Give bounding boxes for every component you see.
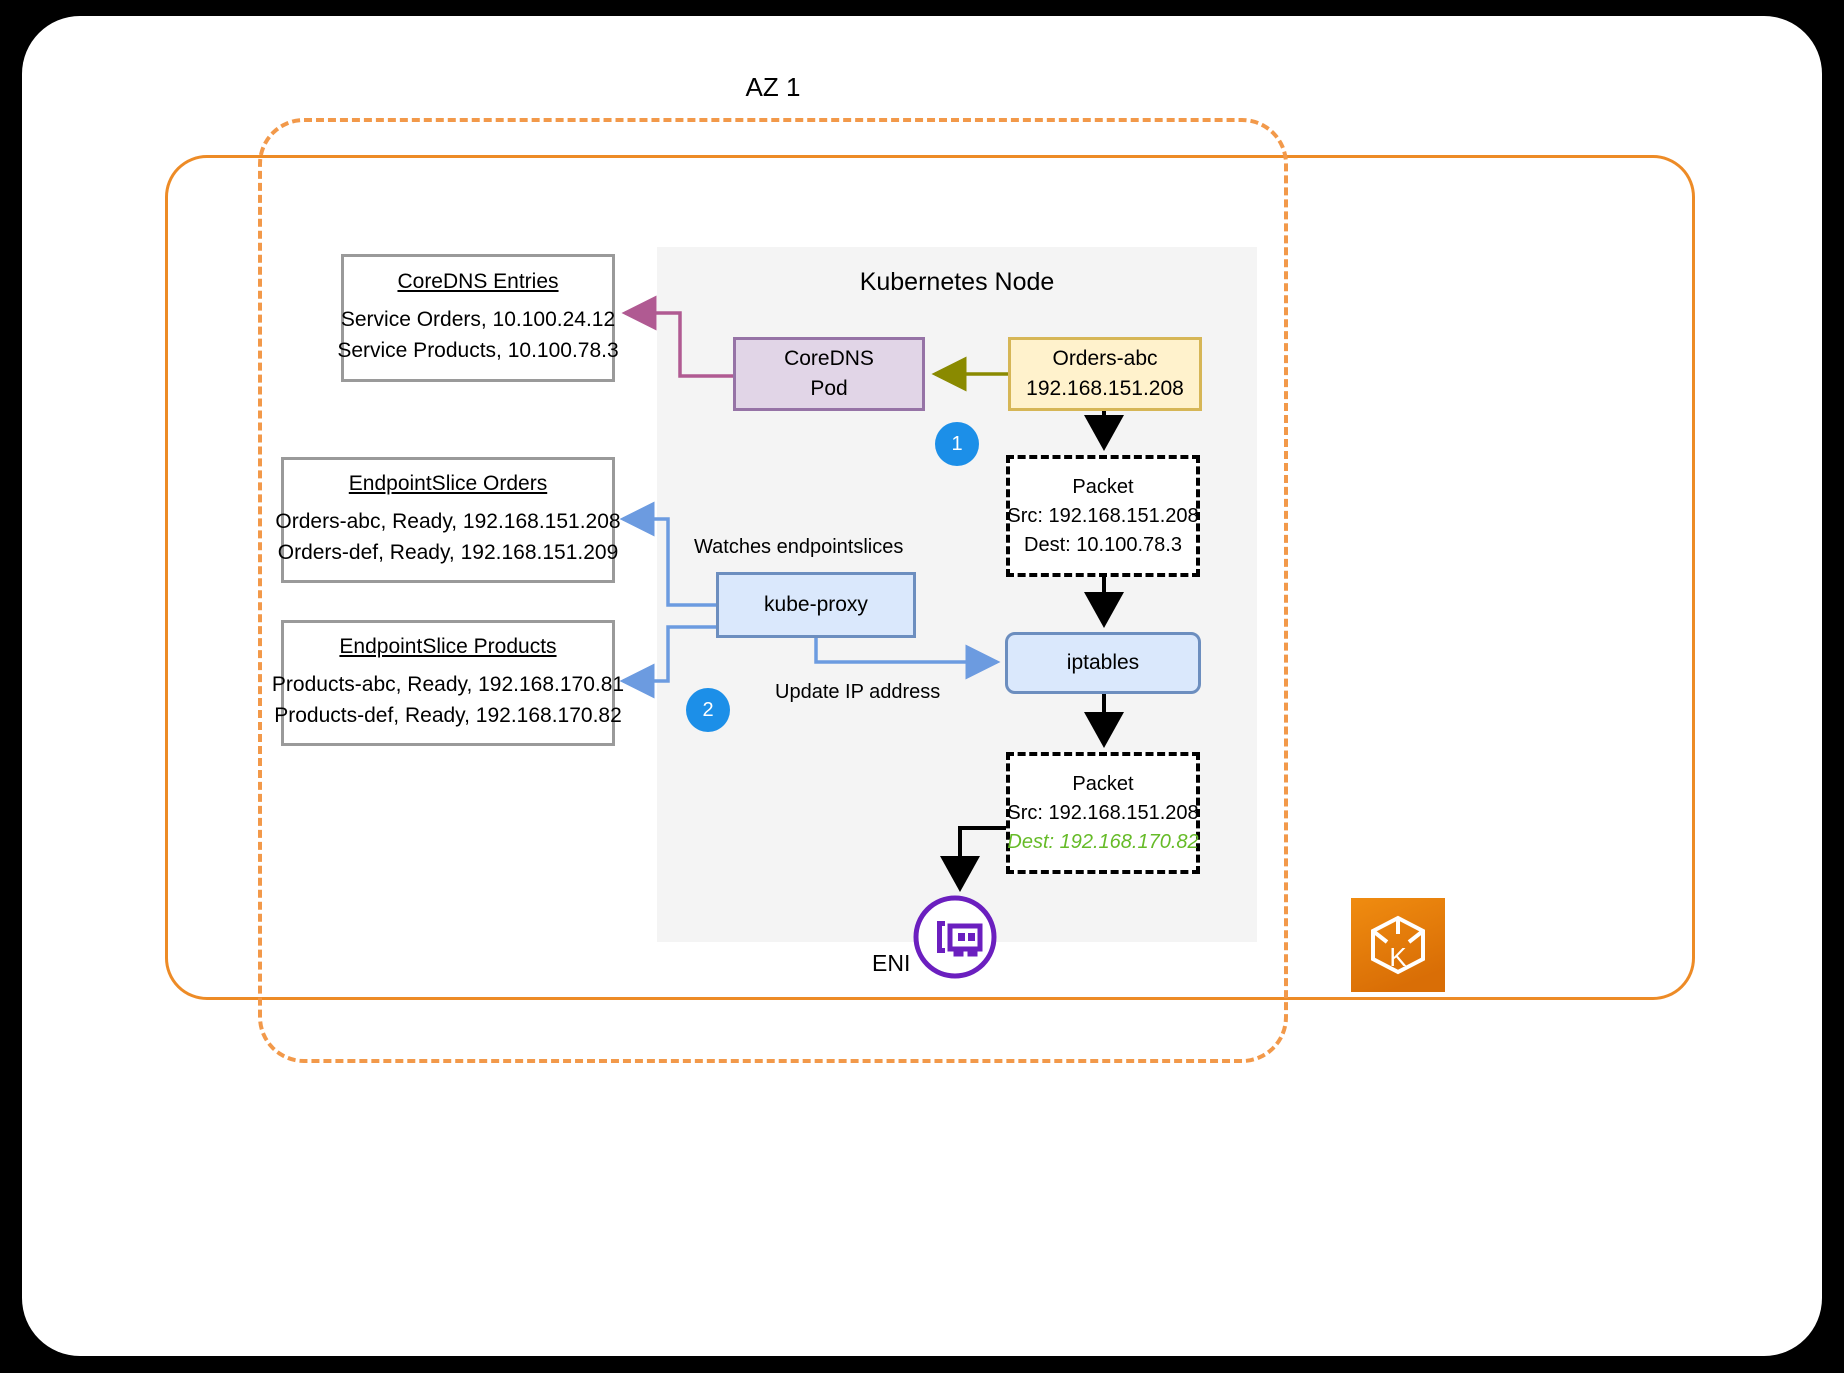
packet-before-box: Packet Src: 192.168.151.208 Dest: 10.100… [1006,455,1200,577]
endpointslice-products-box: EndpointSlice Products Products-abc, Rea… [272,620,624,746]
coredns-entries-box: CoreDNS Entries Service Orders, 10.100.2… [337,254,619,382]
packet-before-title: Packet [1072,475,1134,498]
orders-pod-box: Orders-abc 192.168.151.208 [1008,337,1202,411]
coredns-entry-row: Service Products, 10.100.78.3 [337,339,619,362]
endpointslice-orders-row: Orders-abc, Ready, 192.168.151.208 [275,509,621,533]
packet-after-box: Packet Src: 192.168.151.208 Dest: 192.16… [1006,752,1200,874]
eni-label: ENI [872,950,911,976]
endpointslice-products-title: EndpointSlice Products [339,634,557,658]
coredns-pod-box: CoreDNS Pod [733,337,925,411]
endpointslice-orders-box: EndpointSlice Orders Orders-abc, Ready, … [275,457,621,583]
packet-before-src: Src: 192.168.151.208 [1007,504,1199,527]
watches-endpointslices-label: Watches endpointslices [694,536,904,558]
packet-after-title: Packet [1072,772,1134,795]
endpointslice-products-row: Products-abc, Ready, 192.168.170.81 [271,672,625,696]
step-badge-2-text: 2 [702,698,714,721]
packet-before-dest: Dest: 10.100.78.3 [1024,533,1182,556]
kube-proxy-box: kube-proxy [716,572,916,638]
kube-proxy-label: kube-proxy [764,593,868,616]
packet-after-dest: Dest: 192.168.170.82 [1007,830,1199,853]
endpointslice-orders-row: Orders-def, Ready, 192.168.151.209 [277,541,619,564]
update-ip-address-label: Update IP address [775,681,941,703]
iptables-box: iptables [1005,632,1201,694]
coredns-entry-row: Service Orders, 10.100.24.12 [340,307,616,331]
orders-pod-ip: 192.168.151.208 [1026,377,1184,400]
svg-text:K: K [1389,942,1407,972]
kubernetes-node-title: Kubernetes Node [859,268,1055,296]
az-title: AZ 1 [745,72,801,102]
coredns-pod-line1: CoreDNS [784,346,874,370]
step-badge-1: 1 [935,422,979,466]
vpc-boundary [165,155,1695,1000]
endpointslice-orders-title: EndpointSlice Orders [348,471,548,495]
orders-pod-name: Orders-abc [1052,346,1158,370]
endpointslice-products-row: Products-def, Ready, 192.168.170.82 [274,704,622,727]
step-badge-1-text: 1 [951,432,963,455]
eni-icon [913,895,997,979]
iptables-label: iptables [1066,651,1140,674]
coredns-entries-title: CoreDNS Entries [397,269,559,293]
packet-after-src: Src: 192.168.151.208 [1007,801,1199,824]
az-boundary [258,118,1288,1063]
coredns-pod-line2: Pod [810,377,848,400]
eks-logo-icon: K [1351,898,1445,992]
step-badge-2: 2 [686,688,730,732]
